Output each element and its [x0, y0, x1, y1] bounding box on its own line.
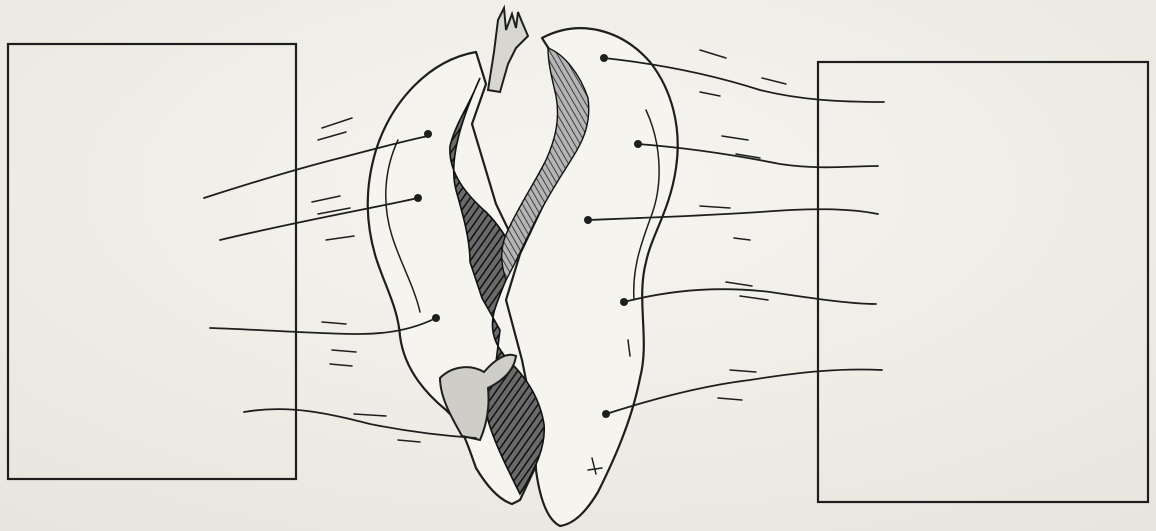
pin-left-1 — [424, 130, 432, 138]
pin-left-2 — [414, 194, 422, 202]
pin-right-1 — [600, 54, 608, 62]
pin-right-2 — [634, 140, 642, 148]
pin-left-3 — [432, 314, 440, 322]
pin-right-4 — [620, 298, 628, 306]
pin-right-3 — [584, 216, 592, 224]
pin-right-5 — [602, 410, 610, 418]
